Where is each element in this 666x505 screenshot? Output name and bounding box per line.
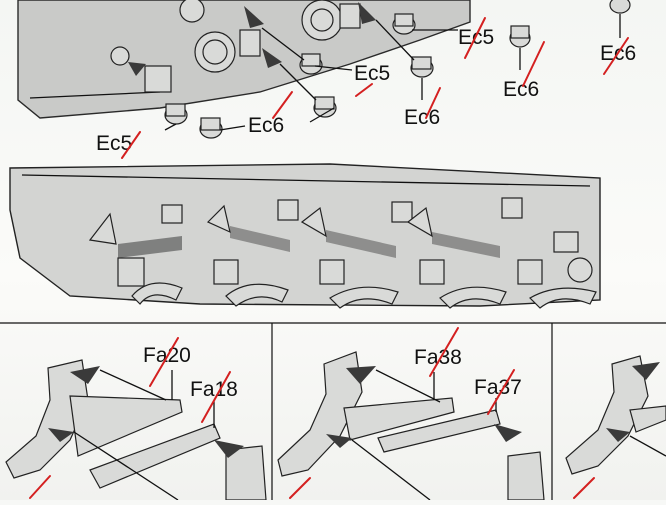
label-ec6-left: Ec6	[248, 114, 284, 137]
suspension-bracket	[144, 65, 172, 93]
part-ec6-middle	[410, 56, 434, 78]
label-ec5-left: Ec5	[96, 132, 132, 155]
panel-3-assembly	[565, 355, 666, 475]
red-check-mark	[573, 477, 595, 499]
part-fa18	[89, 423, 221, 489]
label-ec5-middle: Ec5	[354, 62, 390, 85]
arrow	[346, 366, 376, 384]
label-fa18: Fa18	[190, 378, 238, 401]
label-ec6-middle: Ec6	[404, 106, 440, 129]
part-ec6-lower	[313, 96, 337, 118]
part-fa20	[69, 395, 183, 457]
suspension-unit-4	[406, 197, 523, 309]
part-ec6-left	[199, 117, 223, 139]
arrow	[262, 48, 282, 68]
red-check-mark	[29, 475, 51, 499]
red-check-mark	[289, 477, 311, 499]
suspension-unit-1	[88, 204, 183, 305]
part-fa37	[377, 409, 501, 453]
ec-parts	[164, 0, 631, 139]
part-ec5-middle	[299, 53, 323, 75]
lower-hull-assembly	[9, 163, 601, 309]
part-ec6-far-right	[609, 0, 631, 14]
label-fa37: Fa37	[474, 376, 522, 399]
arrow	[48, 428, 74, 442]
red-check-marks-top	[121, 17, 629, 159]
top-leader-lines	[128, 2, 621, 131]
upper-hull-panel	[17, 0, 471, 119]
arrow	[606, 428, 630, 442]
panel-2-assembly: Fa38 Fa37	[277, 327, 545, 501]
arrow	[358, 2, 376, 24]
part-fa38	[343, 397, 455, 441]
suspension-unit-2	[206, 199, 299, 307]
label-fa38: Fa38	[414, 346, 462, 369]
arrow	[214, 440, 244, 458]
step-panels	[0, 322, 666, 500]
panel-1-assembly: Fa20 Fa18	[5, 337, 267, 501]
arrow	[632, 362, 660, 380]
arrow	[494, 424, 522, 442]
label-ec6-right: Ec6	[503, 78, 539, 101]
part-ec5-top	[392, 13, 416, 35]
arrow	[128, 62, 146, 76]
suspension-unit-3	[300, 201, 413, 309]
part-ec5-left	[164, 103, 188, 125]
part-ec6-top-right	[509, 25, 531, 48]
upper-hull-assembly	[17, 0, 471, 119]
arrow	[70, 366, 100, 384]
arrow	[326, 434, 352, 448]
suspension-unit-5	[517, 231, 597, 309]
arrow	[244, 6, 264, 28]
